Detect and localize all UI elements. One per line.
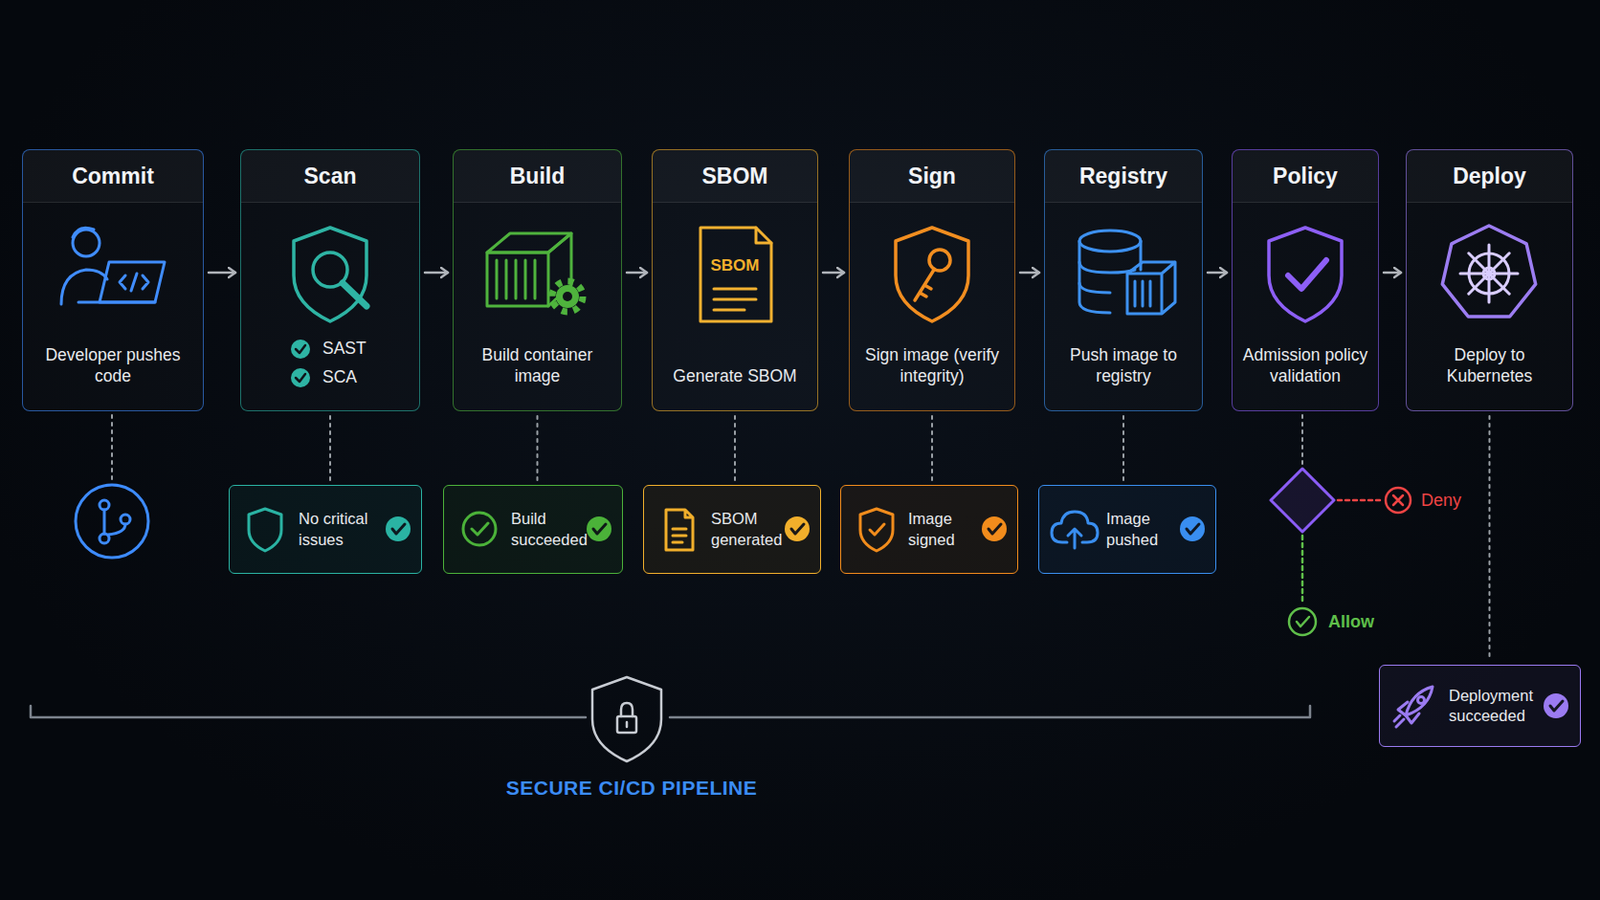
stage-description: Build container image [459, 344, 616, 389]
status-body: No critical issues [298, 486, 378, 574]
status-body: SBOM generated [711, 486, 778, 574]
stage-description: Admission policy validation [1238, 344, 1373, 389]
status-text: Image signed [908, 509, 976, 551]
lock-shield-icon [625, 722, 629, 728]
stage-description: Push image to registry [1050, 344, 1197, 389]
dotted-leader [111, 415, 113, 482]
dotted-connector [536, 416, 539, 482]
flow-arrow [1383, 271, 1401, 275]
stage-box: DeployDeploy to Kubernetes [1405, 149, 1574, 412]
deny-icon [1385, 488, 1411, 513]
flow-arrow [822, 271, 845, 275]
git-branch-icon [104, 510, 126, 535]
flow-arrow [1020, 271, 1040, 275]
status-box: Build succeeded [443, 485, 623, 575]
status-box: SBOM generated [643, 485, 822, 575]
stage-description: Deploy to Kubernetes [1412, 344, 1567, 389]
lock-shield-icon [592, 677, 662, 762]
git-branch-icon [75, 485, 149, 558]
scan-check-item: SCA [322, 362, 414, 392]
stage-title: Commit [22, 150, 203, 203]
decision-diamond [1270, 468, 1334, 533]
dotted-connector [733, 416, 736, 482]
pipeline-caption: SECURE CI/CD PIPELINE [506, 777, 758, 800]
git-branch-icon [75, 485, 149, 558]
stage-title: Policy [1232, 150, 1378, 203]
flow-arrow [424, 271, 448, 275]
stage-description: Generate SBOM [658, 365, 812, 388]
status-text: Deployment succeeded [1448, 686, 1538, 728]
dotted-leader [1301, 415, 1304, 466]
stage-box: SignSign image (verify integrity) [848, 149, 1016, 412]
lock-shield-icon [617, 716, 637, 734]
stage-box: BuildBuild container image [452, 149, 623, 412]
allow-icon [1288, 608, 1316, 636]
lock-shield-icon [621, 703, 633, 717]
stage-title: Build [453, 150, 622, 203]
pipeline-bracket [30, 706, 1311, 718]
status-box: Image signed [840, 485, 1019, 575]
stage-description: Developer pushes code [28, 344, 198, 389]
deny-label: Deny [1421, 490, 1462, 512]
stage-body: Push image to registry [1050, 344, 1197, 389]
scan-check-item: SAST [322, 333, 414, 363]
deny-line [1337, 499, 1382, 503]
stage-title: Deploy [1406, 150, 1573, 203]
allow-line [1301, 535, 1305, 605]
stage-body: SASTSCA [246, 333, 414, 392]
stage-body: Sign image (verify integrity) [855, 344, 1009, 389]
dotted-connector [1122, 416, 1125, 482]
status-body: Deployment succeeded [1448, 666, 1538, 747]
stage-box: RegistryPush image to registry [1044, 149, 1203, 412]
allow-icon [1296, 617, 1310, 627]
stage-body: Build container image [459, 344, 616, 389]
status-body: Image pushed [1106, 486, 1174, 574]
stage-description: Sign image (verify integrity) [855, 344, 1009, 389]
stage-body: Generate SBOM [658, 365, 812, 388]
stage-box: SBOM Generate SBOM [651, 149, 819, 412]
flow-arrow [1207, 271, 1227, 275]
deny-icon [1385, 488, 1411, 513]
status-box: Deployment succeeded [1378, 665, 1581, 748]
dotted-connector [329, 416, 332, 482]
deny-icon [1393, 495, 1403, 506]
status-text: Build succeeded [511, 509, 578, 551]
stage-box: ScanSASTSCA [240, 149, 421, 412]
status-body: Build succeeded [511, 486, 578, 574]
stage-title: Sign [849, 150, 1015, 203]
icon-label: SBOM [711, 256, 760, 276]
allow-label: Allow [1328, 612, 1375, 633]
stage-body: Admission policy validation [1238, 344, 1373, 389]
stage-title: Scan [241, 150, 420, 203]
flow-arrow [208, 271, 236, 275]
status-body: Image signed [908, 486, 976, 574]
stage-body: Developer pushes code [28, 344, 198, 389]
status-text: Image pushed [1106, 509, 1174, 551]
stage-title: Registry [1044, 150, 1202, 203]
dotted-connector [1488, 416, 1491, 662]
status-box: No critical issues [228, 485, 423, 575]
dotted-connector [931, 416, 934, 482]
stage-title: SBOM [652, 150, 818, 203]
stage-box: CommitDeveloper pushes code [22, 149, 204, 412]
status-text: No critical issues [298, 509, 378, 551]
allow-icon [1288, 608, 1316, 636]
lock-shield-icon [592, 677, 662, 762]
status-text: SBOM generated [711, 509, 778, 551]
status-box: Image pushed [1038, 485, 1217, 575]
stage-body: Deploy to Kubernetes [1412, 344, 1567, 389]
stage-box: PolicyAdmission policy validation [1231, 149, 1379, 412]
flow-arrow [626, 271, 647, 275]
